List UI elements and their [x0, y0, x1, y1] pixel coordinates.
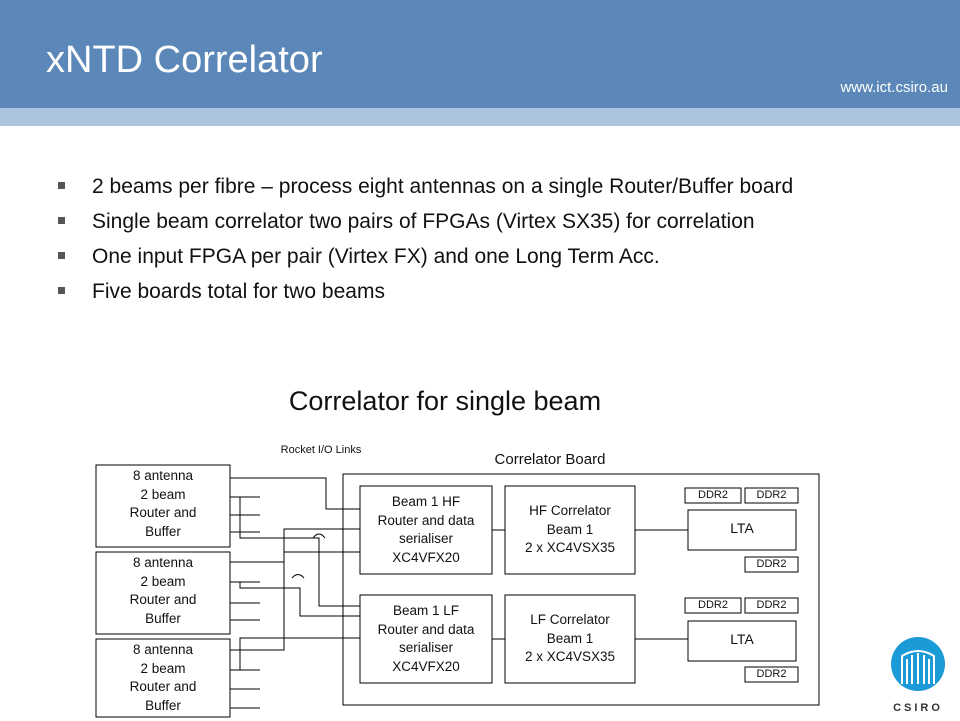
- csiro-logo: CSIRO: [880, 636, 956, 716]
- hf-lta-label: LTA: [730, 520, 754, 536]
- ddr2-label: DDR2: [756, 599, 787, 611]
- bullet-item: Five boards total for two beams: [55, 279, 855, 304]
- svg-text:CSIRO: CSIRO: [893, 702, 943, 714]
- bullet-square-icon: [58, 252, 65, 259]
- diagram-subtitle: Correlator for single beam: [288, 386, 602, 416]
- bullet-item: Single beam correlator two pairs of FPGA…: [55, 209, 855, 234]
- bullet-square-icon: [58, 182, 65, 189]
- header-bar: [0, 0, 960, 108]
- bullet-item: One input FPGA per pair (Virtex FX) and …: [55, 244, 855, 269]
- ddr2-label: DDR2: [756, 558, 787, 570]
- router-box-2: [95, 551, 231, 635]
- correlator-board-label: Correlator Board: [494, 451, 606, 468]
- router-box-3: [95, 638, 231, 718]
- ddr2-label: DDR2: [756, 668, 787, 680]
- website-url: www.ict.csiro.au: [840, 79, 948, 96]
- header-band: [0, 108, 960, 126]
- correlator-board: [342, 473, 820, 706]
- router-box-1: [95, 464, 231, 548]
- bullet-item: 2 beams per fibre – process eight antenn…: [55, 174, 855, 199]
- rocket-links-label: Rocket I/O Links: [280, 444, 362, 456]
- ddr2-label: DDR2: [698, 599, 728, 611]
- bullet-square-icon: [58, 217, 65, 224]
- diagram-lines: [95, 464, 820, 718]
- ddr2-label: DDR2: [698, 489, 728, 501]
- lf-lta-label: LTA: [730, 631, 754, 647]
- bullet-list: 2 beams per fibre – process eight antenn…: [55, 174, 855, 314]
- bullet-square-icon: [58, 287, 65, 294]
- slide-title: xNTD Correlator: [46, 39, 323, 81]
- correlator-diagram: Rocket I/O Links Correlator Board 8 ante…: [90, 438, 830, 720]
- ddr2-label: DDR2: [756, 489, 787, 501]
